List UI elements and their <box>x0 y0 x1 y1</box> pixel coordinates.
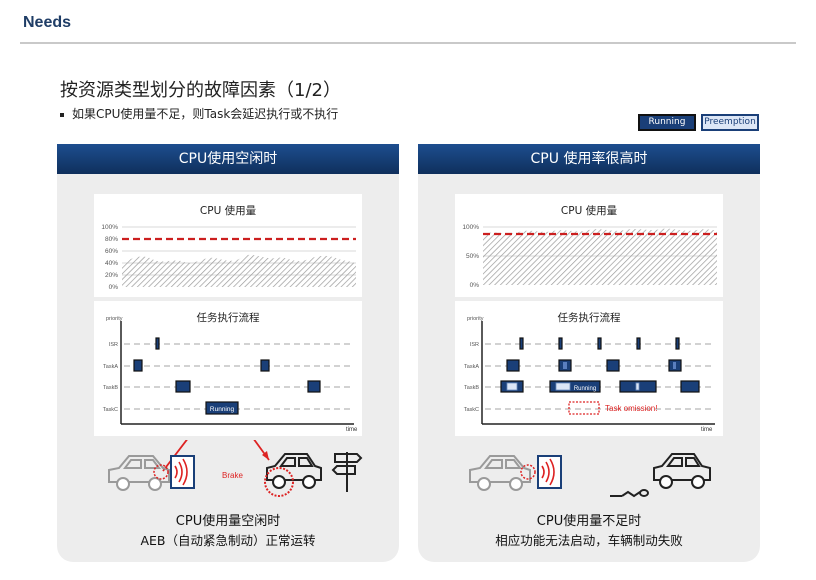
right-running-label: Running <box>574 386 596 392</box>
brake-label: Brake <box>222 471 243 480</box>
right-preempt-mark-2 <box>673 362 676 369</box>
right-flow-xlabel: time <box>701 427 713 433</box>
right-preempt-mark-1 <box>563 362 567 369</box>
right-preempt-block-2 <box>555 382 571 391</box>
header-title: Needs <box>23 14 72 31</box>
right-ytick-100: 100% <box>462 224 479 231</box>
left-isr-block <box>155 337 160 350</box>
right-row-isr: ISR <box>470 342 479 348</box>
right-caption-1: CPU使用量不足时 <box>536 514 642 529</box>
signpost-icon <box>331 452 363 492</box>
left-caption-2: AEB（自动紧急制动）正常运转 <box>140 533 316 548</box>
left-caption-1: CPU使用量空闲时 <box>175 514 281 529</box>
right-isr-block-3 <box>597 337 602 350</box>
right-row-taska: TaskA <box>464 364 479 370</box>
right-caption-2: 相应功能无法启动，车辆制动失败 <box>495 533 683 548</box>
bullet-icon <box>60 112 64 117</box>
right-panel: CPU 使用率很高时 CPU 使用量 100% 50% 0% 任务执行流程 <box>418 144 760 562</box>
left-taskb-block-2 <box>307 380 321 393</box>
left-ytick-100: 100% <box>101 224 118 231</box>
left-row-taska: TaskA <box>103 364 118 370</box>
task-omission-label: Task omission! <box>605 404 657 413</box>
sensor-highlight <box>153 464 169 480</box>
right-ytick-0: 0% <box>470 282 480 289</box>
car-icon <box>266 453 322 489</box>
right-preempt-block-1 <box>506 382 518 391</box>
right-taska-block-3 <box>606 359 620 372</box>
left-row-isr: ISR <box>109 342 118 348</box>
car-icon <box>108 455 170 491</box>
left-row-taskc: TaskC <box>103 407 118 413</box>
right-preempt-block-3 <box>635 382 640 391</box>
left-flow-xlabel: time <box>346 427 358 433</box>
left-flow-ylabel: priority <box>106 316 123 322</box>
right-taska-block-1 <box>506 359 520 372</box>
right-isr-block-2 <box>558 337 563 350</box>
legend-preemption: Preemption <box>701 114 759 131</box>
sensor-highlight <box>520 464 536 480</box>
radar-sensor-icon <box>537 455 562 489</box>
left-cpu-area <box>122 254 356 287</box>
right-isr-block-1 <box>519 337 524 350</box>
left-ytick-60: 60% <box>105 248 118 255</box>
right-cpu-area <box>483 228 717 285</box>
left-flow-chart: 任务执行流程 priority time ISR TaskA TaskB Tas… <box>94 301 362 436</box>
left-flow-title: 任务执行流程 <box>197 311 260 324</box>
radar-sensor-icon <box>170 455 195 489</box>
left-cpu-title: CPU 使用量 <box>200 204 257 217</box>
left-running-label: Running <box>210 406 235 413</box>
right-row-taskb: TaskB <box>464 385 479 391</box>
right-panel-title: CPU 使用率很高时 <box>418 144 760 174</box>
left-ytick-80: 80% <box>105 236 118 243</box>
right-taskb-block-2 <box>549 380 601 393</box>
task-omission-box <box>568 401 600 415</box>
left-taskc-running-block <box>205 401 239 415</box>
legend-running: Running <box>638 114 696 131</box>
left-taska-block-1 <box>133 359 143 372</box>
left-ytick-20: 20% <box>105 272 118 279</box>
car-icon <box>469 455 531 491</box>
right-isr-block-4 <box>636 337 641 350</box>
left-taskb-block-1 <box>175 380 191 393</box>
section-title: 按资源类型划分的故障因素（1/2） <box>60 80 341 101</box>
left-row-taskb: TaskB <box>103 385 118 391</box>
car-icon <box>653 453 711 489</box>
right-flow-ylabel: priority <box>467 316 484 322</box>
right-isr-block-5 <box>675 337 680 350</box>
right-flow-chart: 任务执行流程 priority time ISR TaskA TaskB Tas… <box>455 301 723 436</box>
left-panel-title: CPU使用空闲时 <box>57 144 399 174</box>
right-row-taskc: TaskC <box>464 407 479 413</box>
left-ytick-0: 0% <box>109 284 119 291</box>
broken-glasses-icon <box>610 489 649 498</box>
left-panel: CPU使用空闲时 CPU 使用量 100% 80% 60% 40% 20% 0% <box>57 144 399 562</box>
header-rule <box>20 42 796 44</box>
right-cpu-chart: CPU 使用量 100% 50% 0% <box>455 194 723 297</box>
right-taskb-block-4 <box>680 380 700 393</box>
left-ytick-40: 40% <box>105 260 118 267</box>
right-cpu-title: CPU 使用量 <box>561 204 618 217</box>
left-cpu-chart: CPU 使用量 100% 80% 60% 40% 20% 0% <box>94 194 362 297</box>
right-ytick-50: 50% <box>466 253 479 260</box>
wheel-highlight <box>264 467 294 497</box>
bullet-text: 如果CPU使用量不足，则Task会延迟执行或不执行 <box>72 107 339 121</box>
section-bullet: 如果CPU使用量不足，则Task会延迟执行或不执行 <box>60 105 338 122</box>
left-taska-block-2 <box>260 359 270 372</box>
right-flow-title: 任务执行流程 <box>558 311 621 324</box>
